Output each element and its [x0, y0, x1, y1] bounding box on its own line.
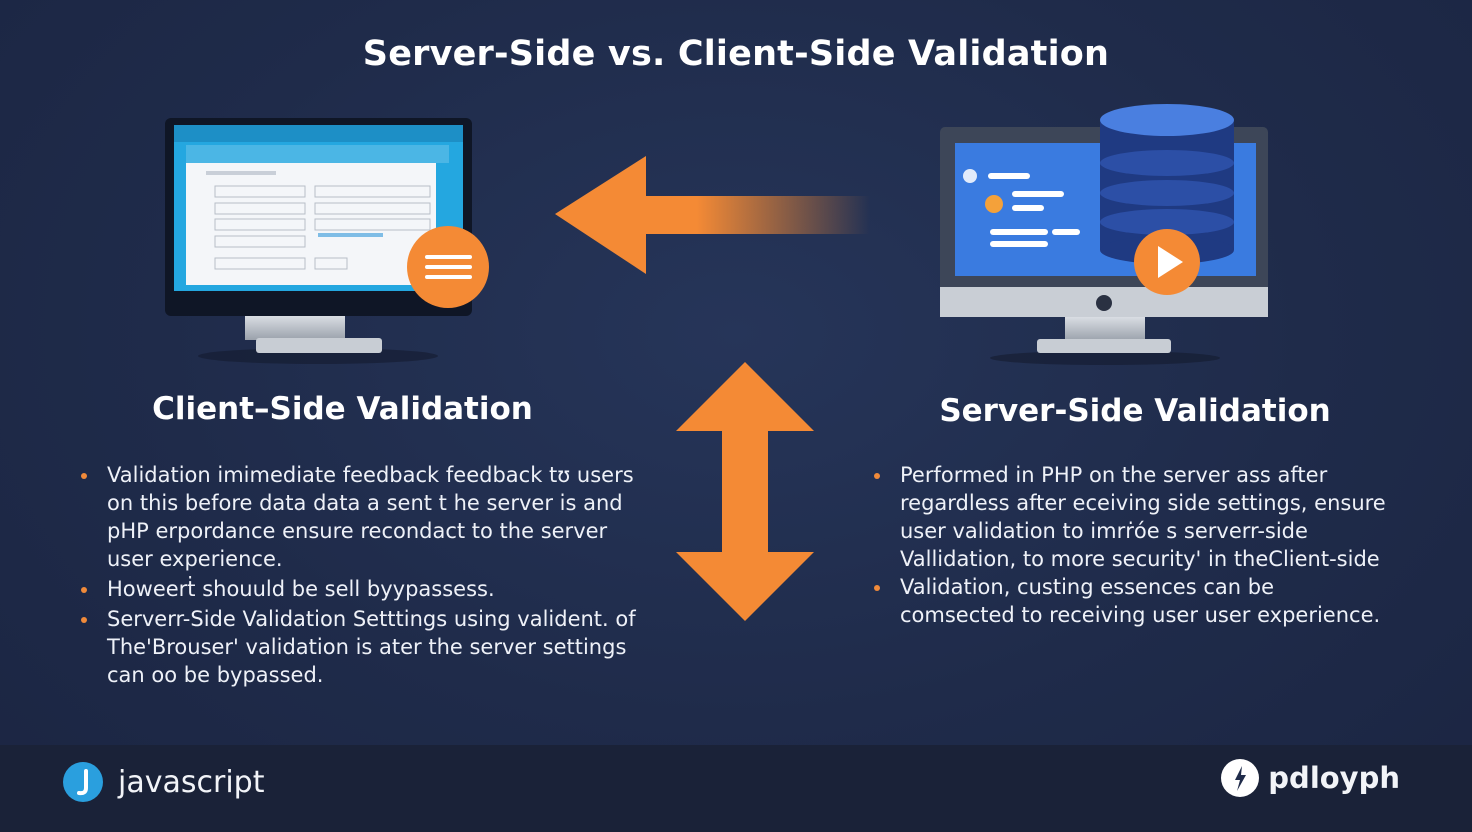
menu-lines-icon [407, 226, 489, 308]
client-monitor [165, 118, 472, 364]
arrow-left-icon [555, 156, 870, 274]
list-item: Performed in PHP on the server ass after… [874, 461, 1394, 573]
list-item: Validation, custing essences can be coms… [874, 573, 1394, 629]
server-heading: Server-Side Validation [939, 393, 1331, 429]
diagram-artwork [165, 104, 1268, 621]
javascript-logo-icon [63, 762, 103, 802]
database-icon [1100, 104, 1234, 264]
client-bullets: Validation imimediate feedback feedback … [81, 461, 636, 689]
list-item: Validation imimediate feedback feedback … [81, 461, 636, 573]
list-item: Howeerṫ shouuld be sell byypassess. [81, 575, 636, 603]
footer-left: javascript [62, 761, 264, 803]
double-arrow-vertical-icon [676, 362, 814, 621]
server-bullets: Performed in PHP on the server ass after… [874, 461, 1394, 629]
client-heading: Client–Side Validation [152, 391, 533, 427]
footer-right-label: pdloyph [1268, 761, 1400, 795]
php-logo-icon [1221, 759, 1260, 797]
list-item: Serverr-Side Validation Setttings using … [81, 605, 636, 689]
footer-right: pdloyph [1220, 757, 1400, 799]
play-icon [1134, 229, 1200, 295]
page-title: Server-Side vs. Client-Side Validation [362, 34, 1110, 74]
footer-left-label: javascript [118, 764, 265, 800]
